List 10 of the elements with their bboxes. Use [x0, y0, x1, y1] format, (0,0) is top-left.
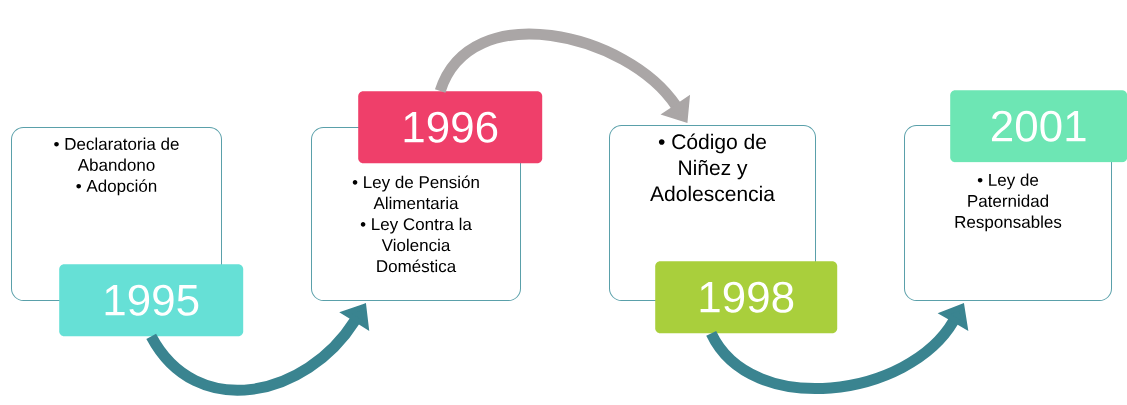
bullet-item: • Adopción: [76, 179, 157, 196]
bullet-item: • Declaratoria de Abandono: [54, 137, 179, 171]
year-tab: 1995: [59, 264, 244, 337]
bullet-item: • Ley de Pensión Alimentaria: [352, 175, 479, 210]
bullet-item: • Código de Niñez y Adolescencia: [650, 133, 775, 202]
year-tab: 1998: [655, 261, 838, 334]
year-tab: 1996: [358, 91, 543, 164]
year-tab: 2001: [950, 90, 1127, 163]
bullet-item: • Ley de Paternidad Responsables: [955, 173, 1062, 232]
bullet-item: • Ley Contra la Violencia Doméstica: [360, 217, 472, 273]
